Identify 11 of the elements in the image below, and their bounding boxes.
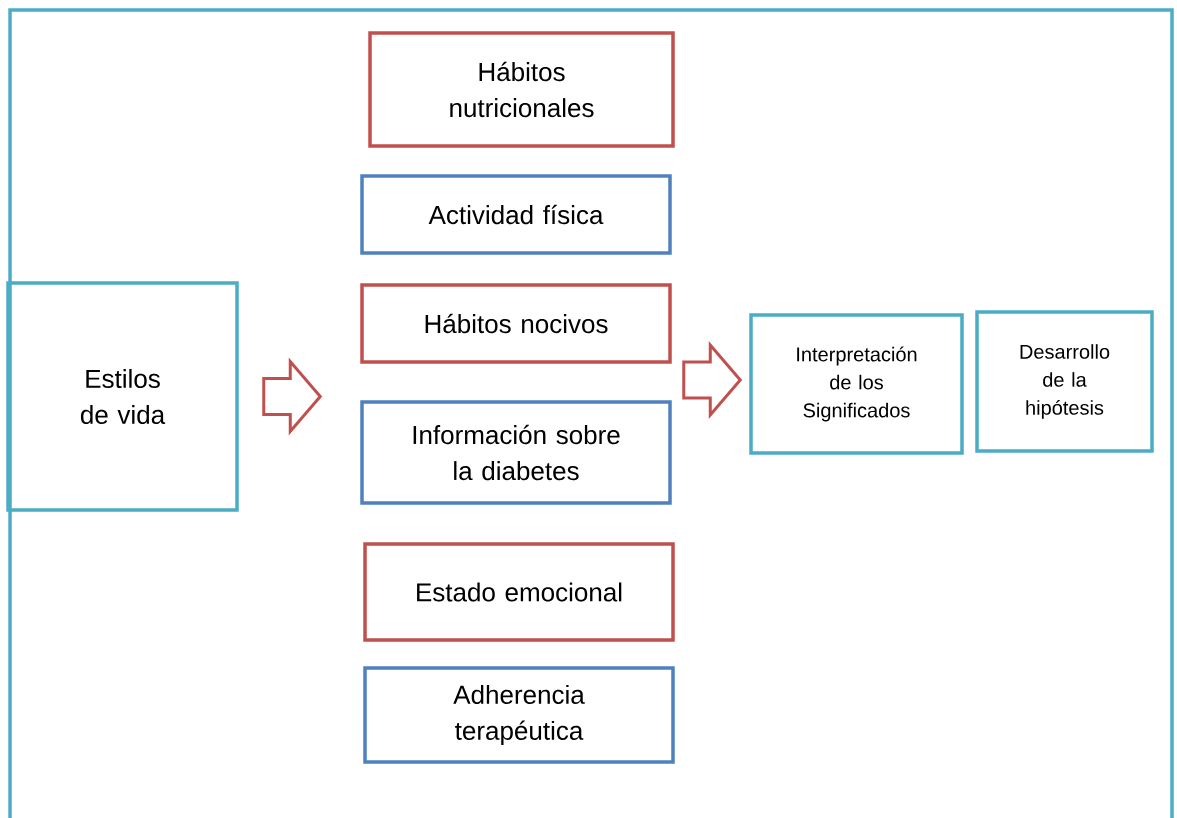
process-box: Hábitos nocivos [360,283,672,364]
process-box: Estado emocional [363,542,675,642]
process-box: Estilos de vida [6,281,239,512]
process-box: Información sobre la diabetes [360,400,672,505]
process-box: Hábitos nutricionales [368,31,675,148]
process-box: Actividad física [360,174,672,255]
block-arrow [682,340,743,420]
process-box: Desarrollo de la hipótesis [975,310,1154,453]
process-box: Adherencia terapéutica [363,666,675,764]
block-arrow [262,357,323,436]
process-box: Interpretación de los Significados [749,313,964,455]
